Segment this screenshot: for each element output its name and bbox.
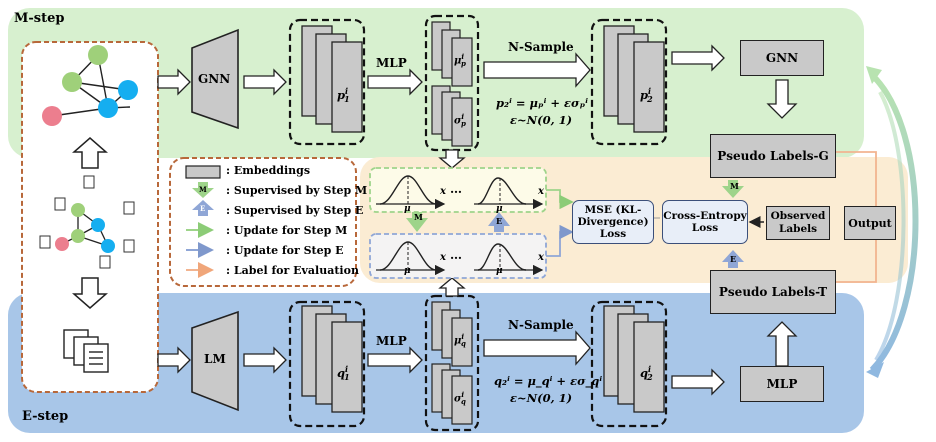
e-step-label: E-step xyxy=(22,409,69,424)
cycle-arrow-up xyxy=(869,72,919,373)
m-step-label: M-step xyxy=(14,11,65,26)
pseudo-labels-g-box: Pseudo Labels-G xyxy=(710,134,836,178)
dist-x-label-1: x xyxy=(440,186,446,197)
lm-encoder-shape xyxy=(191,310,239,412)
pseudo-labels-t-box: Pseudo Labels-T xyxy=(710,270,836,314)
ce-e-badge: E xyxy=(730,254,737,264)
formula-p-1: p₂ⁱ = μₚⁱ + εσₚⁱ xyxy=(496,96,588,110)
legend-update-e: : Update for Step E xyxy=(226,244,344,257)
p2-dashed-frame xyxy=(590,18,668,146)
mlp-bottom-label: MLP xyxy=(376,334,407,348)
cross-entropy-loss-box: Cross-Entropy Loss xyxy=(662,200,748,244)
p2-label: pi2 xyxy=(640,86,653,105)
dist-m-badge: M xyxy=(414,212,423,222)
dist-ellipsis-1: … xyxy=(450,182,462,196)
sigma-p-label: σip xyxy=(454,112,466,129)
gnn-label: GNN xyxy=(198,72,231,86)
doc-icons-small xyxy=(39,175,135,269)
dist-mu-label-4: μ xyxy=(496,266,503,276)
legend-container xyxy=(169,157,357,287)
dist-x-label-2: x xyxy=(538,186,544,197)
gnn-encoder-shape xyxy=(191,28,239,130)
nsample-top-label: N-Sample xyxy=(508,40,574,54)
formula-q-1: q₂ⁱ = μ_qⁱ + εσ_qⁱ xyxy=(494,374,603,388)
q1-label: qi1 xyxy=(337,364,350,383)
formula-q-2: ε~N(0, 1) xyxy=(510,391,573,405)
p1-dashed-frame xyxy=(288,18,366,146)
dist-mu-label-1: μ xyxy=(404,204,411,214)
observed-labels-box: Observed Labels xyxy=(766,206,830,240)
ce-m-badge: M xyxy=(730,181,739,191)
dist-mu-label-3: μ xyxy=(404,266,411,276)
down-hollow-arrow xyxy=(72,277,108,309)
legend-m-badge: M xyxy=(199,185,207,194)
dist-e-badge: E xyxy=(496,216,503,226)
legend-e-badge: E xyxy=(200,204,206,213)
mu-q-label: μiq xyxy=(454,332,466,349)
dist-ellipsis-2: … xyxy=(450,248,462,262)
formula-p-2: ε~N(0, 1) xyxy=(510,113,573,127)
mu-p-label: μip xyxy=(454,52,466,69)
mse-loss-box: MSE (KL-Divergence) Loss xyxy=(572,200,654,244)
p1-label: pi1 xyxy=(337,86,350,105)
graph-middle xyxy=(55,203,115,253)
lm-label: LM xyxy=(204,352,226,366)
legend-embeddings: : Embeddings xyxy=(226,164,311,177)
mlp-right-box: MLP xyxy=(740,366,824,402)
mlp-top-label: MLP xyxy=(376,56,407,70)
cycle-arrow-down xyxy=(874,91,906,362)
graph-top xyxy=(42,45,138,126)
output-box: Output xyxy=(844,206,896,240)
gnn-right-box: GNN xyxy=(740,40,824,76)
graph-input-container xyxy=(21,41,159,393)
legend-list: : Embeddings : Supervised by Step M : Su… xyxy=(226,164,367,284)
q1-dashed-frame xyxy=(288,300,366,428)
nsample-bottom-label: N-Sample xyxy=(508,318,574,332)
legend-supervised-e: : Supervised by Step E xyxy=(226,204,364,217)
up-hollow-arrow xyxy=(72,137,108,169)
docs-stack-icon xyxy=(63,329,109,373)
legend-supervised-m: : Supervised by Step M xyxy=(226,184,368,197)
mu-sigma-p-frame xyxy=(424,14,480,152)
legend-update-m: : Update for Step M xyxy=(226,224,348,237)
arrow-to-gnn xyxy=(157,68,191,96)
arrow-to-lm xyxy=(157,346,191,374)
sigma-q-label: σiq xyxy=(454,390,466,407)
dist-mu-label-2: μ xyxy=(496,204,503,214)
dist-x-label-4: x xyxy=(538,252,544,263)
q2-label: qi2 xyxy=(640,364,653,383)
dist-x-label-3: x xyxy=(440,252,446,263)
legend-evaluation: : Label for Evaluation xyxy=(226,264,359,277)
q2-dashed-frame xyxy=(590,300,668,428)
